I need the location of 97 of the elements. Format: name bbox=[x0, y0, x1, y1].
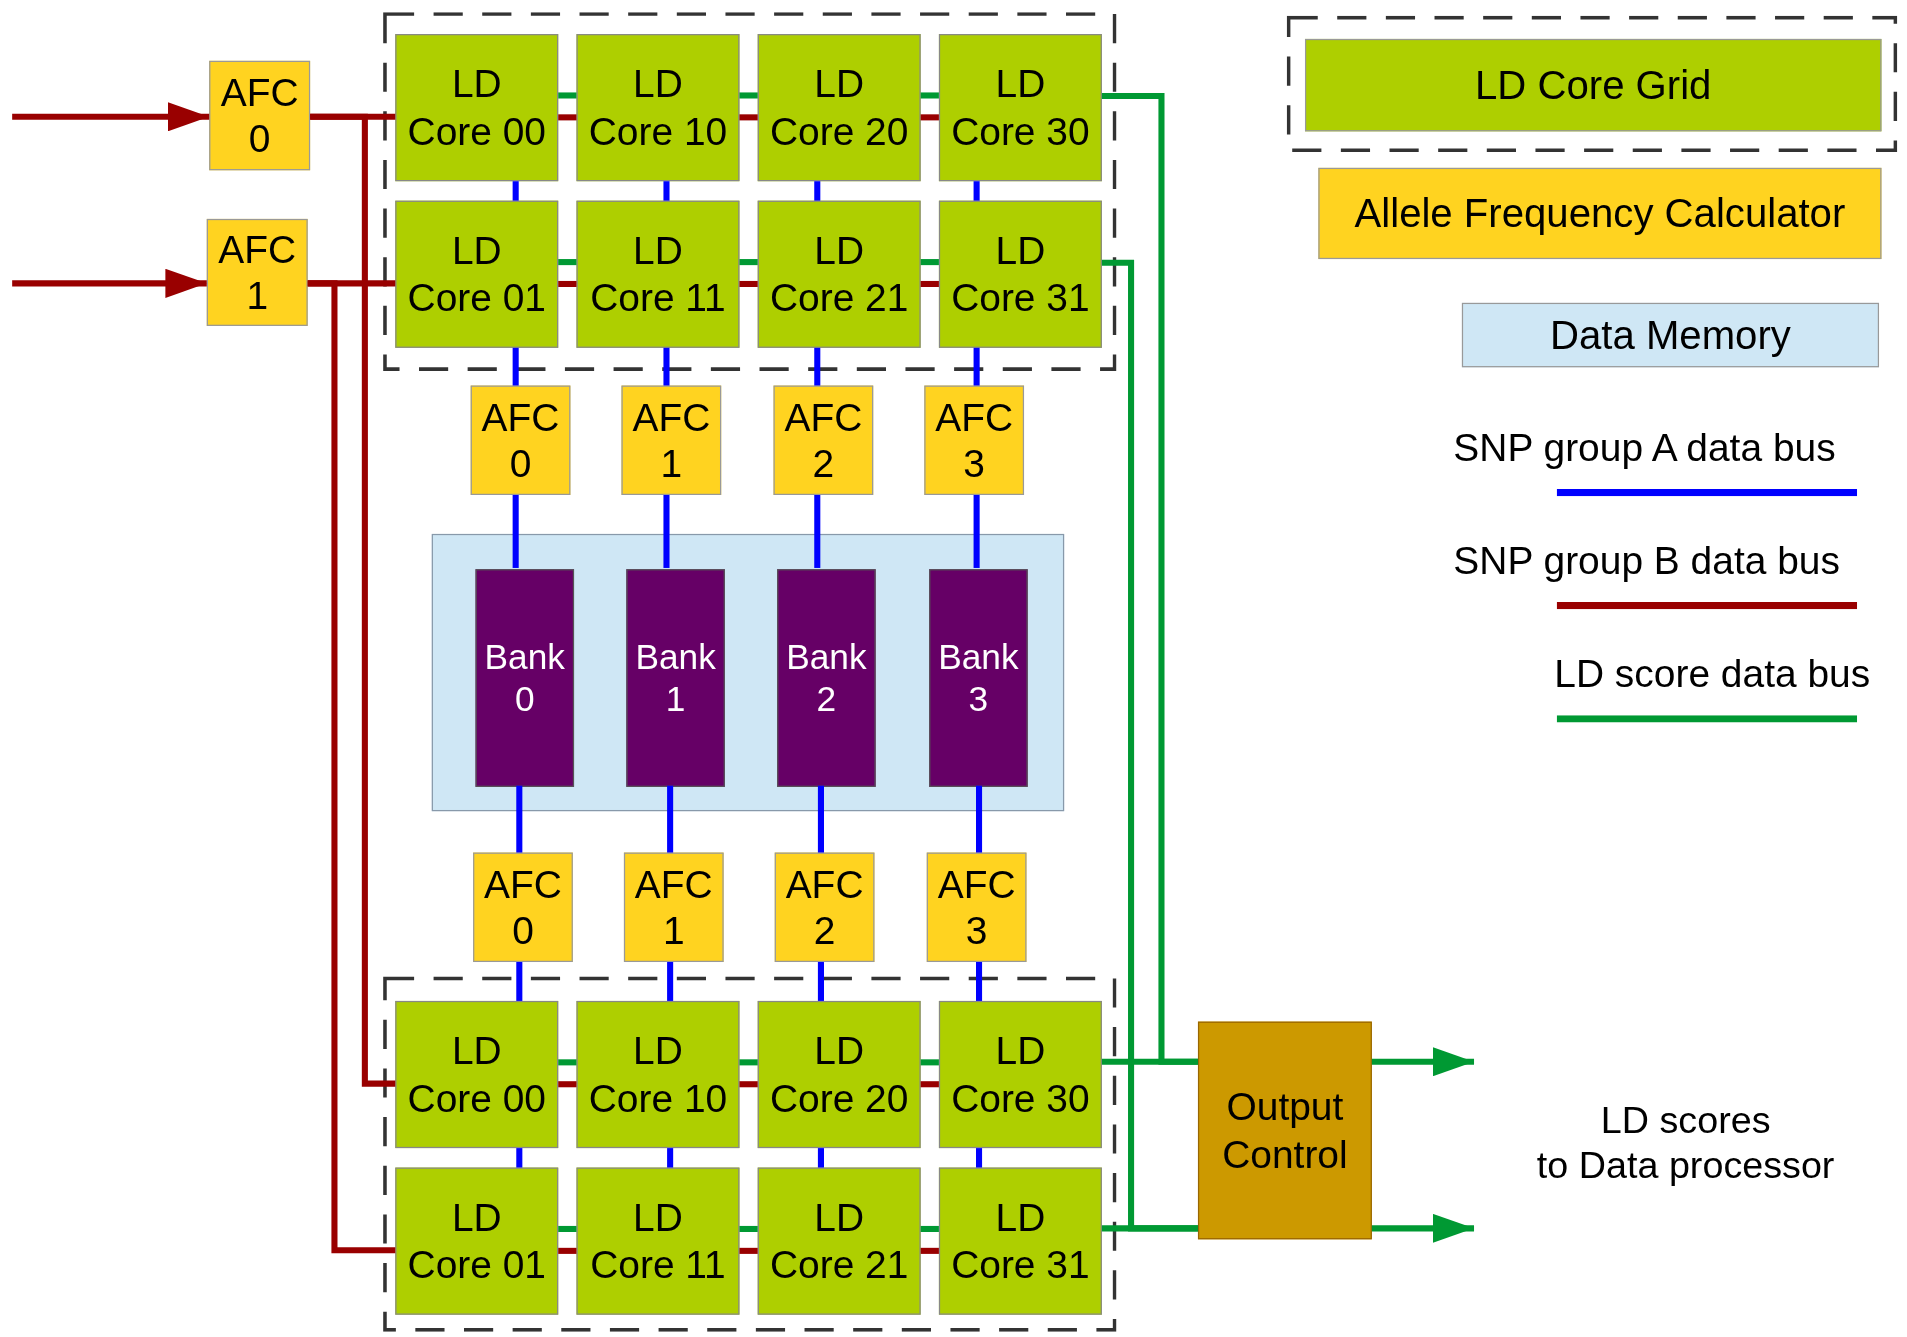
legend-label: SNP group B data bus bbox=[1453, 538, 1840, 584]
bus-line bbox=[739, 114, 758, 121]
core-box: LD Core 00 bbox=[395, 34, 559, 182]
bus-line bbox=[976, 785, 983, 853]
bus-line bbox=[739, 280, 758, 288]
output-control-box: Output Control bbox=[1197, 1021, 1372, 1240]
arrow bbox=[12, 102, 210, 132]
dashed-group-frame bbox=[383, 976, 1117, 1332]
bus-line bbox=[739, 1059, 758, 1066]
legend-label: LD Core Grid bbox=[1475, 61, 1712, 110]
memory-bank: Bank 2 bbox=[777, 569, 876, 787]
calculator-box: AFC 0 bbox=[209, 60, 311, 171]
bus-line bbox=[973, 181, 980, 201]
core-box: LD Core 11 bbox=[576, 1167, 740, 1315]
bus-line bbox=[558, 1059, 577, 1066]
bus-line bbox=[920, 92, 939, 99]
bus-line bbox=[558, 1081, 577, 1088]
calculator-box: AFC 3 bbox=[924, 385, 1025, 495]
calculator-box: AFC 0 bbox=[470, 385, 571, 495]
bus-line bbox=[558, 280, 577, 288]
memory-bank: Bank 0 bbox=[475, 569, 575, 787]
core-box: LD Core 01 bbox=[395, 1167, 559, 1315]
core-box: LD Core 21 bbox=[757, 1167, 921, 1315]
bus-line bbox=[976, 962, 983, 1001]
core-box: LD Core 31 bbox=[938, 200, 1102, 348]
bus-line bbox=[920, 280, 939, 288]
bus-line bbox=[516, 1148, 523, 1168]
bus-line bbox=[307, 280, 396, 1254]
core-box: LD Core 10 bbox=[576, 34, 740, 182]
bus-line bbox=[920, 114, 939, 121]
bus-line bbox=[976, 1148, 983, 1168]
legend-label: SNP group A data bus bbox=[1453, 425, 1836, 471]
bus-line bbox=[920, 1225, 939, 1232]
legend-label: Allele Frequency Calculator bbox=[1354, 189, 1846, 238]
bus-line bbox=[512, 495, 519, 568]
bus-line bbox=[1101, 1058, 1198, 1065]
calculator-box: AFC 2 bbox=[774, 852, 875, 962]
bus-line bbox=[512, 347, 519, 386]
bus-line bbox=[663, 181, 670, 201]
bus-line bbox=[817, 1148, 824, 1168]
bus-line bbox=[1101, 1225, 1198, 1232]
bus-line bbox=[739, 1225, 758, 1232]
bus-line bbox=[516, 785, 523, 853]
calculator-box: AFC 3 bbox=[926, 852, 1027, 962]
bus-line bbox=[558, 92, 577, 99]
bus-line bbox=[814, 347, 821, 386]
calculator-box: AFC 2 bbox=[773, 385, 874, 495]
bus-line bbox=[663, 495, 670, 568]
core-box: LD Core 01 bbox=[395, 200, 559, 348]
bus-line bbox=[920, 1081, 939, 1088]
bus-line bbox=[558, 259, 577, 266]
core-box: LD Core 21 bbox=[757, 200, 921, 348]
bus-line bbox=[739, 1247, 758, 1254]
calculator-box: AFC 1 bbox=[621, 385, 722, 495]
bus-line bbox=[558, 1225, 577, 1232]
bus-line bbox=[663, 347, 670, 386]
bus-line bbox=[817, 785, 824, 853]
bus-line bbox=[667, 962, 674, 1001]
calculator-box: AFC 1 bbox=[623, 852, 724, 962]
core-box: LD Core 10 bbox=[576, 1000, 740, 1149]
dashed-group-frame bbox=[383, 12, 1117, 371]
core-box: LD Core 31 bbox=[938, 1167, 1102, 1315]
core-box: LD Core 30 bbox=[938, 1000, 1102, 1149]
bus-line bbox=[558, 1247, 577, 1254]
bus-line bbox=[739, 259, 758, 266]
legend-label: Data Memory bbox=[1550, 311, 1791, 360]
output-label: LD scores to Data processor bbox=[1474, 1045, 1898, 1241]
bus-line bbox=[512, 181, 519, 201]
bus-line bbox=[310, 113, 396, 1087]
bus-line bbox=[817, 962, 824, 1001]
bus-line bbox=[739, 1081, 758, 1088]
core-box: LD Core 11 bbox=[576, 200, 740, 348]
arrow bbox=[1371, 1213, 1475, 1243]
bus-line bbox=[558, 114, 577, 121]
arrow bbox=[1371, 1047, 1475, 1077]
core-box: LD Core 20 bbox=[757, 1000, 921, 1149]
bus-line bbox=[739, 92, 758, 99]
bus-line bbox=[667, 785, 674, 853]
memory-bank: Bank 3 bbox=[929, 569, 1028, 787]
core-box: LD Core 30 bbox=[938, 34, 1102, 182]
core-box: LD Core 20 bbox=[757, 34, 921, 182]
bus-line bbox=[920, 259, 939, 266]
calculator-box: AFC 1 bbox=[206, 218, 308, 326]
bus-line bbox=[920, 1247, 939, 1254]
data-memory-panel bbox=[431, 533, 1065, 812]
bus-line bbox=[814, 181, 821, 201]
bus-line bbox=[973, 495, 980, 568]
bus-line bbox=[973, 347, 980, 386]
core-box: LD Core 00 bbox=[395, 1000, 559, 1149]
bus-line bbox=[920, 1059, 939, 1066]
calculator-box: AFC 0 bbox=[473, 852, 573, 962]
bus-line bbox=[516, 962, 523, 1001]
memory-bank: Bank 1 bbox=[626, 569, 725, 787]
bus-line bbox=[814, 495, 821, 568]
arrow bbox=[12, 268, 207, 298]
bus-line bbox=[667, 1148, 674, 1168]
legend-label: LD score data bus bbox=[1554, 651, 1871, 697]
